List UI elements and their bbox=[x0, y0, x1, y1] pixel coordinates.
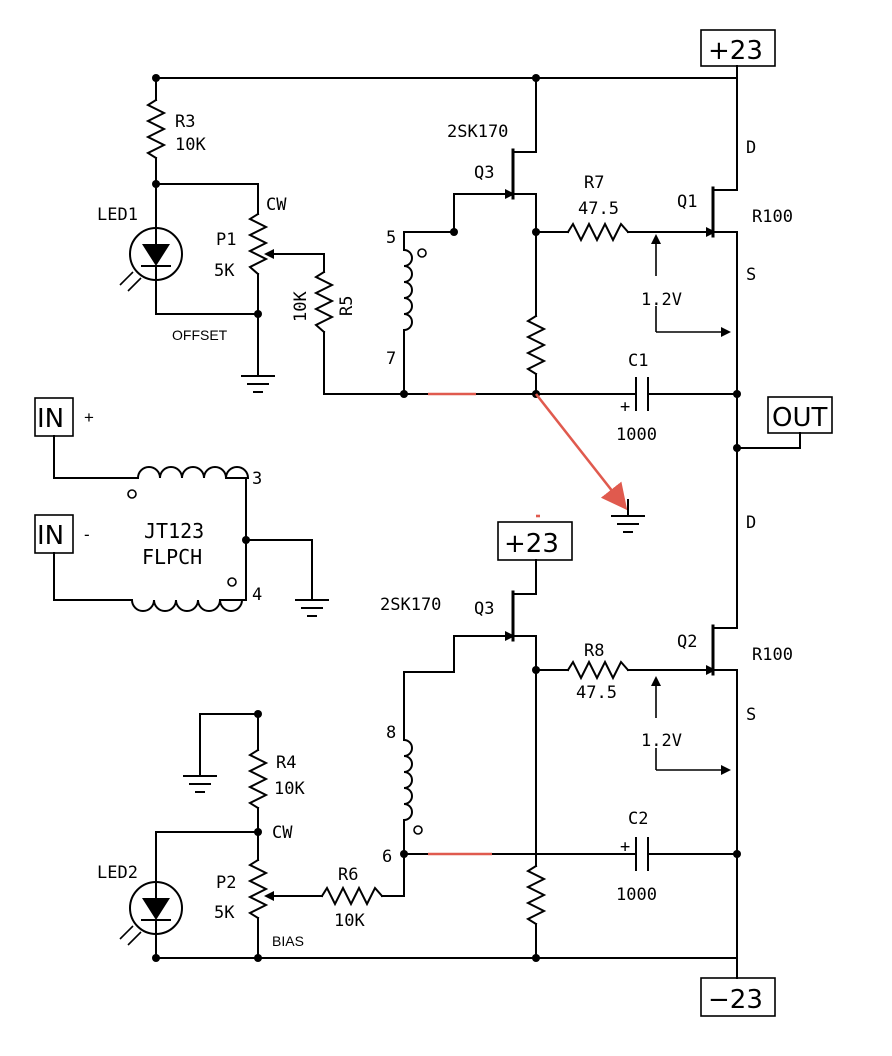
red-annotations bbox=[428, 392, 645, 856]
q2-part: R100 bbox=[752, 645, 793, 665]
out-label: OUT bbox=[772, 403, 827, 433]
led2-label: LED2 bbox=[97, 863, 138, 883]
r3-value: 10K bbox=[175, 135, 206, 155]
c2-label: C2 bbox=[628, 809, 648, 829]
q1-part: R100 bbox=[752, 207, 793, 227]
drain-top-label: D bbox=[746, 138, 756, 158]
r5-value: 10K bbox=[291, 291, 311, 322]
q1-label: Q1 bbox=[677, 192, 697, 212]
r5-label: R5 bbox=[337, 296, 357, 316]
out-box: OUT bbox=[767, 396, 833, 434]
junction-dots bbox=[152, 74, 741, 962]
voltage-bottom: 1.2V bbox=[641, 731, 682, 751]
c1-value: 1000 bbox=[616, 425, 657, 445]
p2-value: 5K bbox=[214, 903, 235, 923]
pin8-label: 8 bbox=[386, 723, 396, 743]
supply-mid-box: +23 bbox=[497, 521, 573, 561]
voltage-top: 1.2V bbox=[641, 290, 682, 310]
pin7-label: 7 bbox=[386, 349, 396, 369]
p1-value: 5K bbox=[214, 261, 235, 281]
transformer-sub: FLPCH bbox=[142, 545, 202, 569]
in-minus-sign: - bbox=[84, 525, 90, 544]
cw2-label: CW bbox=[272, 823, 293, 843]
r4-value: 10K bbox=[274, 779, 305, 799]
in-plus-label: IN bbox=[37, 404, 64, 434]
q2-label: Q2 bbox=[677, 632, 697, 652]
top-wiring bbox=[119, 65, 801, 449]
pin5-label: 5 bbox=[386, 228, 396, 248]
p1-label: P1 bbox=[216, 230, 236, 250]
source-top-label: S bbox=[746, 265, 756, 285]
q3-bottom-part: 2SK170 bbox=[380, 595, 441, 615]
r8-label: R8 bbox=[584, 641, 604, 661]
r3-label: R3 bbox=[175, 112, 195, 132]
supply-top-box: +23 bbox=[700, 29, 776, 67]
r6-value: 10K bbox=[334, 911, 365, 931]
r7-value: 47.5 bbox=[578, 199, 619, 219]
pin4-label: 4 bbox=[252, 585, 262, 605]
c1-label: C1 bbox=[628, 351, 648, 371]
transformer-name: JT123 bbox=[144, 519, 204, 543]
offset-label: OFFSET bbox=[172, 327, 228, 343]
c2-value: 1000 bbox=[616, 885, 657, 905]
in-minus-box: IN - bbox=[34, 514, 90, 554]
supply-bottom-label: −23 bbox=[708, 985, 763, 1015]
p2-label: P2 bbox=[216, 873, 236, 893]
q3-top-label: Q3 bbox=[474, 163, 494, 183]
in-minus-label: IN bbox=[37, 521, 64, 551]
red-arrow bbox=[534, 393, 628, 511]
in-plus-sign: + bbox=[84, 408, 94, 427]
drain-bottom-label: D bbox=[746, 513, 756, 533]
pin3-label: 3 bbox=[252, 469, 262, 489]
bias-label: BIAS bbox=[272, 933, 304, 949]
cw1-label: CW bbox=[266, 195, 287, 215]
supply-bottom-box: −23 bbox=[700, 977, 776, 1017]
r8-value: 47.5 bbox=[576, 683, 617, 703]
r6-label: R6 bbox=[338, 865, 358, 885]
pin6-label: 6 bbox=[382, 847, 392, 867]
c1-plus: + bbox=[620, 397, 630, 417]
c2-plus: + bbox=[620, 837, 630, 857]
r4-label: R4 bbox=[276, 753, 296, 773]
supply-mid-label: +23 bbox=[504, 529, 559, 559]
in-plus-box: IN + bbox=[34, 397, 94, 437]
led1-label: LED1 bbox=[97, 205, 138, 225]
supply-top-label: +23 bbox=[708, 36, 763, 66]
bottom-wiring bbox=[119, 447, 738, 979]
source-bottom-label: S bbox=[746, 705, 756, 725]
q3-top-part: 2SK170 bbox=[447, 122, 508, 142]
q3-bottom-label: Q3 bbox=[474, 599, 494, 619]
text-labels: R3 10K LED1 CW P1 5K OFFSET 10K R5 5 7 2… bbox=[97, 112, 793, 949]
r7-label: R7 bbox=[584, 173, 604, 193]
